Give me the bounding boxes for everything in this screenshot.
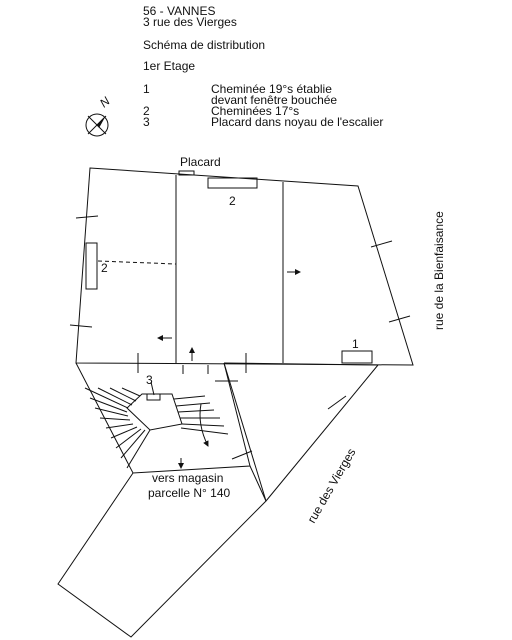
fireplace-left [85,242,98,290]
magasin-label-2: parcelle N° 140 [148,486,231,500]
placard-top [178,170,195,176]
marker-2-left: 2 [101,261,108,275]
marker-1: 1 [352,337,359,351]
schema-title: Schéma de distribution [143,38,266,52]
stair-core [126,393,183,431]
placard-label: Placard [180,155,221,169]
fireplace-top [207,177,258,189]
legend-number-2: 2 [143,104,150,118]
fireplace-bottom [341,350,373,364]
legend-text-3: Placard dans noyau de l'escalier [211,115,384,129]
floor-label: 1er Etage [143,59,196,73]
compass-letter: N [97,94,113,111]
magasin-label-1: vers magasin [152,471,223,485]
legend-number-3: 3 [143,115,150,129]
street-label-bienfaisance: rue de la Bienfaisance [432,211,446,330]
street-label-vierges: rue des Vierges [304,446,358,526]
dashed-division [97,260,177,265]
main-block-outline [75,167,414,366]
legend-number-1: 1 [143,82,150,96]
north-arrow-icon [85,113,109,137]
site-address: 3 rue des Vierges [143,15,237,29]
legend-text-2: Cheminées 17°s [211,104,300,118]
marker-2-top: 2 [229,194,236,208]
legend-text-1b: devant fenêtre bouchée [211,93,338,107]
marker-3: 3 [146,373,153,387]
site-title: 56 - VANNES [143,4,216,18]
legend-text-1a: Cheminée 19°s établie [211,82,332,96]
magasin-block-outline [57,465,267,638]
